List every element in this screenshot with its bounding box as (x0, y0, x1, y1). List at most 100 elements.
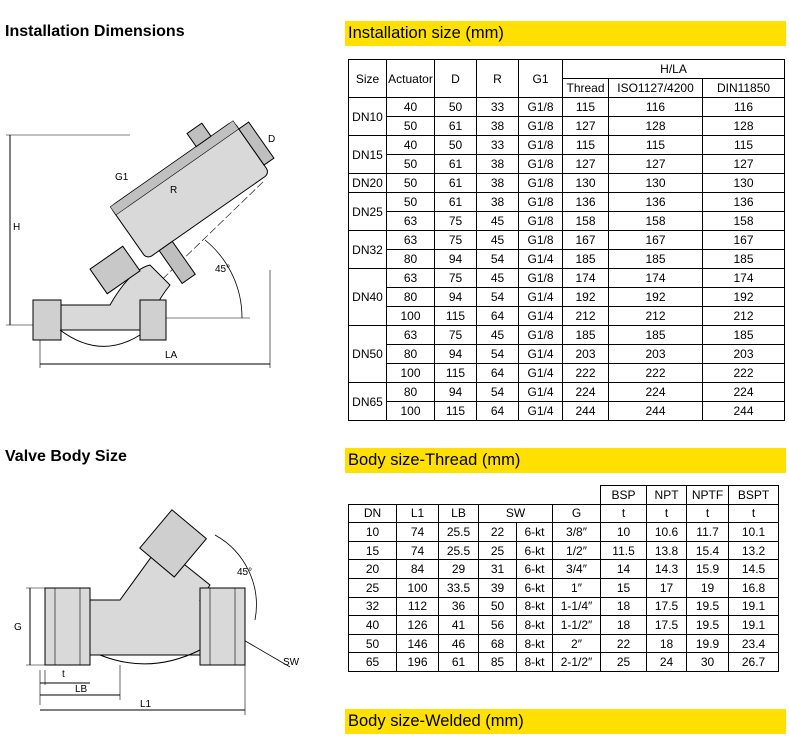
table-cell: 33 (476, 97, 519, 117)
table-cell: 25 (478, 540, 517, 561)
table-cell: 136 (701, 192, 786, 212)
header-sw: SW (478, 503, 553, 524)
table-cell: 17.5 (646, 615, 688, 635)
table-cell: 126 (396, 615, 439, 635)
header-g1: G1 (518, 59, 563, 98)
table-cell: 75 (434, 211, 477, 231)
table-cell: 74 (396, 522, 439, 542)
table-cell: 80 (386, 287, 435, 307)
table-cell: G1/8 (518, 116, 563, 136)
table-cell: 222 (608, 363, 703, 383)
table-cell: 6-kt (516, 540, 553, 561)
header-iso: ISO1127/4200 (608, 78, 703, 98)
table-cell: 63 (386, 211, 435, 231)
table-cell: 192 (608, 287, 703, 307)
table-cell: 17.5 (646, 596, 688, 617)
table-cell: 94 (434, 287, 477, 307)
table-cell: G1/4 (518, 401, 563, 421)
table-cell: 54 (476, 249, 519, 269)
label-r: R (170, 185, 177, 196)
table-cell: 24 (646, 652, 688, 672)
table-cell: 127 (562, 116, 609, 136)
table-cell: 40 (386, 135, 435, 155)
table-cell: 30 (686, 652, 730, 672)
table-cell: 212 (562, 306, 609, 326)
table-cell: 45 (476, 230, 519, 250)
table-cell: 167 (562, 230, 609, 250)
header-size: Size (348, 59, 387, 98)
table-cell: 167 (608, 230, 703, 250)
label-angle-body: 45° (237, 567, 252, 578)
table-cell: 167 (701, 230, 786, 250)
table-cell: 6-kt (516, 522, 553, 542)
table-cell: 10 (600, 522, 648, 542)
table-cell: 14 (600, 559, 648, 579)
header-t-npt: t (646, 503, 688, 524)
size-cell: DN15 (348, 135, 387, 174)
header-din: DIN11850 (701, 78, 786, 98)
table-cell: 40 (348, 615, 397, 635)
table-cell: G1/8 (518, 192, 563, 212)
table-cell: 94 (434, 382, 477, 402)
label-angle: 45° (215, 264, 230, 275)
table-cell: 130 (562, 173, 609, 193)
table-cell: 115 (701, 135, 786, 155)
table-cell: 128 (701, 116, 786, 136)
table-cell: G1/8 (518, 325, 563, 345)
table-cell: 1/2″ (551, 540, 602, 561)
table-cell: 203 (562, 344, 609, 364)
table-cell: 38 (476, 116, 519, 136)
table-cell: 127 (608, 154, 703, 174)
table-cell: 100 (396, 577, 439, 598)
table-cell: 25.5 (438, 522, 479, 542)
table-cell: 63 (386, 230, 435, 250)
table-cell: 115 (608, 135, 703, 155)
table-cell: 20 (348, 559, 397, 579)
table-cell: 222 (562, 363, 609, 383)
table-cell: 174 (562, 268, 609, 288)
table-cell: 18 (600, 615, 648, 635)
table-cell: 115 (434, 363, 477, 383)
table-cell: 38 (476, 173, 519, 193)
table-cell: 33 (476, 135, 519, 155)
table-cell: 84 (396, 559, 439, 579)
table-cell: 14.5 (728, 559, 780, 579)
table-cell: 61 (434, 116, 477, 136)
table-cell: 50 (386, 192, 435, 212)
table-cell: 19.1 (728, 596, 780, 617)
table-cell: 100 (386, 306, 435, 326)
table-cell: G1/8 (518, 211, 563, 231)
table-cell: 224 (562, 382, 609, 402)
table-cell: 192 (562, 287, 609, 307)
header-r: R (476, 59, 519, 98)
table-cell: 19.5 (686, 615, 730, 635)
heading-installation-dimensions: Installation Dimensions (5, 23, 185, 40)
table-cell: G1/8 (518, 97, 563, 117)
table-cell: 158 (562, 211, 609, 231)
header-npt: NPT (646, 485, 688, 505)
valve-body-drawing: G t LB L1 SW 45° (14, 509, 300, 715)
table-cell: 29 (438, 559, 479, 579)
table-cell: 80 (386, 382, 435, 402)
table-cell: 45 (476, 325, 519, 345)
table-cell: 63 (386, 325, 435, 345)
table-cell: G1/4 (518, 287, 563, 307)
label-t: t (62, 669, 65, 680)
table-cell: G1/4 (518, 249, 563, 269)
label-d: D (268, 134, 275, 145)
table-cell: 115 (434, 401, 477, 421)
table-cell: 203 (608, 344, 703, 364)
table-cell: 196 (396, 652, 439, 672)
table-cell: 6-kt (516, 577, 553, 598)
table-cell: 116 (701, 97, 786, 117)
installation-size-title: Installation size (mm) (345, 21, 786, 46)
